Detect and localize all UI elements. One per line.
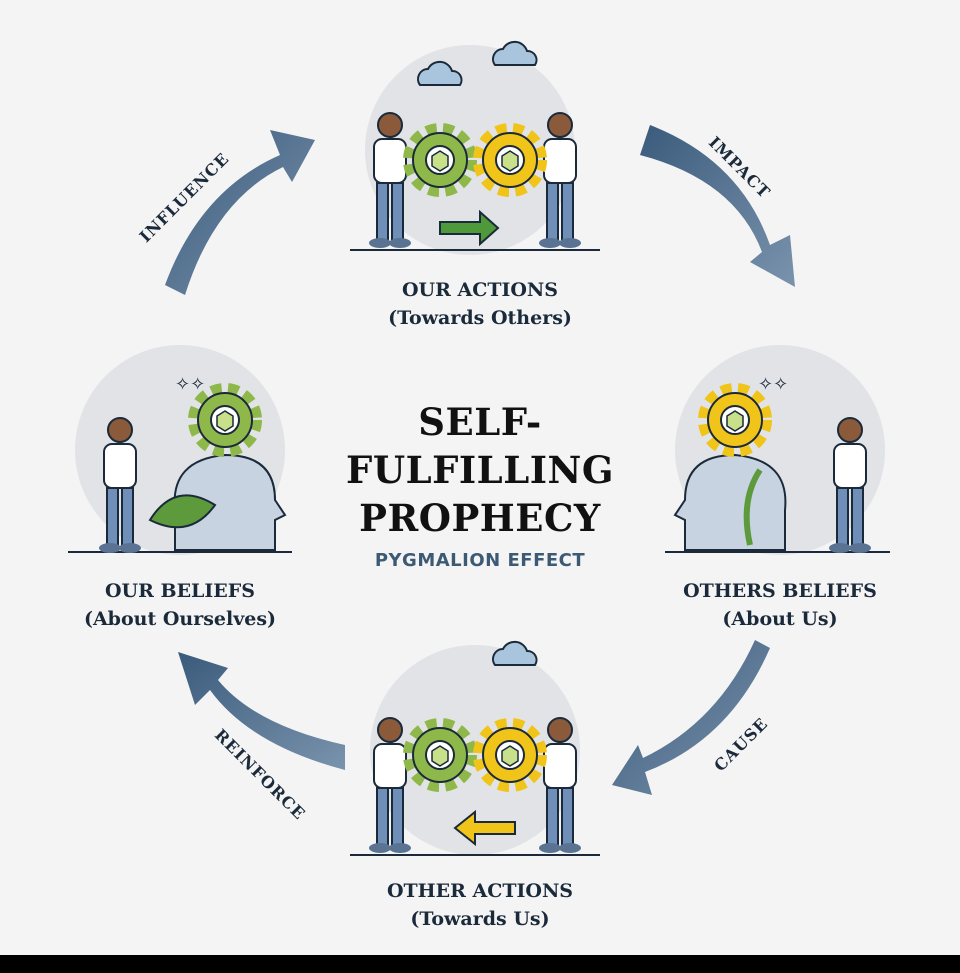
stage-title: OTHER ACTIONS [386,880,574,902]
influence-arrow [165,130,315,295]
impact-arrow [640,125,795,287]
title-line: SELF- [418,400,542,444]
title-line: PROPHECY [359,496,601,540]
bottom-bar [0,955,960,973]
stage-title: OUR ACTIONS [401,279,559,301]
stage-subtitle: (Towards Us) [410,908,550,930]
others-beliefs-illustration: ✧✧ [665,345,890,555]
reinforce-arrow [178,652,345,770]
stage-subtitle: (Towards Others) [388,307,572,329]
stage-subtitle: (About Ourselves) [83,608,277,630]
stage-others-beliefs: OTHERS BELIEFS (About Us) [630,577,930,633]
our-actions-illustration [350,40,600,255]
diagram-title: SELF- FULFILLING PROPHECY [330,398,630,542]
stage-other-actions: OTHER ACTIONS (Towards Us) [330,877,630,933]
stage-our-actions: OUR ACTIONS (Towards Others) [330,276,630,332]
other-actions-illustration [350,640,600,856]
svg-text:✧✧: ✧✧ [175,374,205,395]
stage-title: OUR BELIEFS [104,580,255,602]
cause-arrow [612,640,770,795]
our-beliefs-illustration: ✧✧ [68,345,292,555]
title-line: FULFILLING [346,448,614,492]
stage-title: OTHERS BELIEFS [683,580,877,602]
diagram-subtitle: PYGMALION EFFECT [374,550,586,571]
stage-subtitle: (About Us) [722,608,838,630]
stage-our-beliefs: OUR BELIEFS (About Ourselves) [30,577,330,633]
svg-text:✧✧: ✧✧ [758,374,788,395]
